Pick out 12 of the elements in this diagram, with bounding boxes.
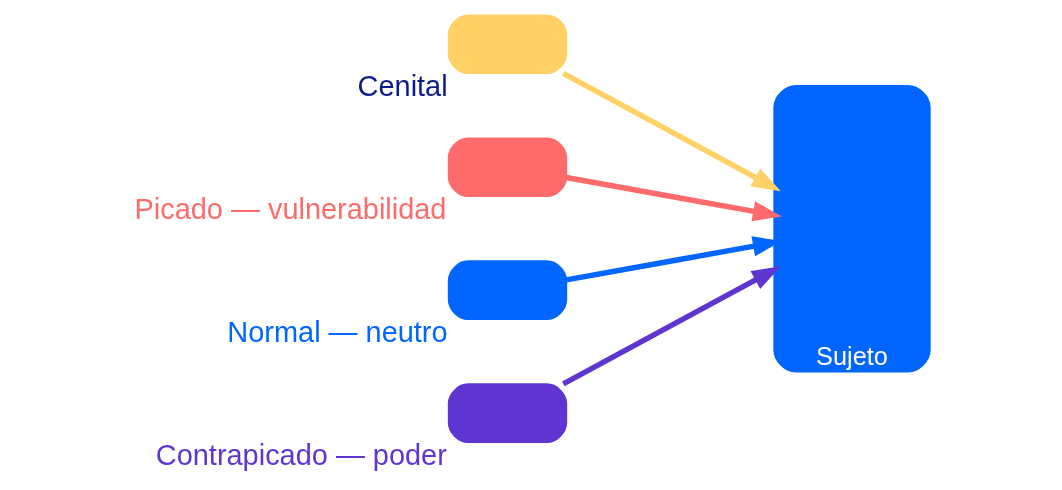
- node-label: Normal — neutro: [227, 316, 448, 349]
- node-box: Sujeto: [773, 84, 931, 373]
- node-box: [447, 260, 568, 321]
- node-label: Cenital: [357, 70, 448, 103]
- arrow: [565, 174, 782, 222]
- node-box: [447, 137, 568, 198]
- node-box: [447, 383, 568, 444]
- arrow: [562, 266, 781, 387]
- node-box: [447, 14, 568, 75]
- arrow: [562, 71, 781, 192]
- node-label: Contrapicado — poder: [155, 439, 447, 472]
- node-label: Picado — vulnerabilidad: [134, 193, 447, 226]
